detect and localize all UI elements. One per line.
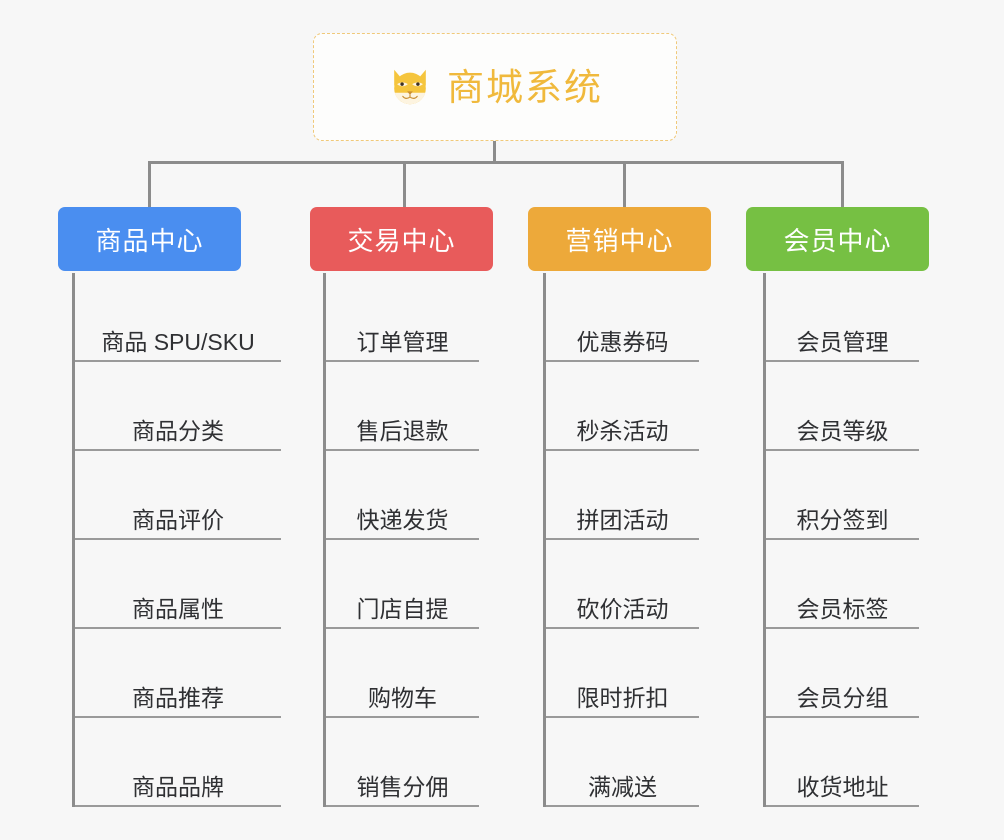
leaf-item[interactable]: 拼团活动 — [546, 451, 699, 540]
column-header-4[interactable]: 会员中心 — [746, 207, 929, 271]
leaf-item[interactable]: 收货地址 — [766, 718, 919, 807]
leaf-item[interactable]: 砍价活动 — [546, 540, 699, 629]
leaf-item[interactable]: 秒杀活动 — [546, 362, 699, 451]
leaf-label: 购物车 — [368, 684, 437, 711]
leaf-label: 门店自提 — [356, 595, 449, 622]
column-trunk-2 — [323, 273, 326, 807]
leaf-label: 商品品牌 — [132, 773, 224, 800]
leaf-label: 商品评价 — [132, 506, 224, 533]
leaf-label: 会员等级 — [796, 417, 889, 444]
column-header-label-3: 营销中心 — [565, 225, 674, 256]
root-stem-connector — [493, 141, 496, 163]
leaf-list-2: 订单管理 售后退款 快递发货 门店自提 购物车 销售分佣 — [326, 273, 479, 807]
leaf-list-3: 优惠券码 秒杀活动 拼团活动 砍价活动 限时折扣 满减送 — [546, 273, 699, 807]
column-header-3[interactable]: 营销中心 — [528, 207, 711, 271]
leaf-list-1: 商品 SPU/SKU 商品分类 商品评价 商品属性 商品推荐 商品品牌 — [75, 273, 281, 807]
leaf-item[interactable]: 积分签到 — [766, 451, 919, 540]
column-4: 会员中心 — [746, 207, 929, 271]
leaf-item[interactable]: 商品推荐 — [75, 629, 281, 718]
leaf-label: 秒杀活动 — [576, 417, 669, 444]
drop-connector-2 — [403, 161, 406, 209]
column-header-label-4: 会员中心 — [783, 225, 892, 256]
leaf-label: 订单管理 — [356, 328, 449, 355]
leaf-label: 满减送 — [588, 773, 657, 800]
column-2: 交易中心 — [310, 207, 493, 271]
leaf-item[interactable]: 满减送 — [546, 718, 699, 807]
leaf-label: 拼团活动 — [576, 506, 669, 533]
leaf-item[interactable]: 商品评价 — [75, 451, 281, 540]
leaf-label: 会员标签 — [796, 595, 889, 622]
leaf-item[interactable]: 会员管理 — [766, 273, 919, 362]
column-trunk-4 — [763, 273, 766, 807]
drop-connector-1 — [148, 161, 151, 209]
leaf-item[interactable]: 限时折扣 — [546, 629, 699, 718]
leaf-label: 售后退款 — [356, 417, 449, 444]
column-header-1[interactable]: 商品中心 — [58, 207, 241, 271]
leaf-label: 收货地址 — [796, 773, 889, 800]
leaf-item[interactable]: 会员分组 — [766, 629, 919, 718]
column-header-label-2: 交易中心 — [347, 225, 456, 256]
drop-connector-3 — [623, 161, 626, 209]
leaf-label: 砍价活动 — [576, 595, 669, 622]
leaf-label: 积分签到 — [796, 506, 889, 533]
leaf-item[interactable]: 会员标签 — [766, 540, 919, 629]
drop-connector-4 — [841, 161, 844, 209]
column-header-label-1: 商品中心 — [95, 225, 204, 256]
leaf-label: 会员管理 — [796, 328, 889, 355]
leaf-item[interactable]: 售后退款 — [326, 362, 479, 451]
column-header-2[interactable]: 交易中心 — [310, 207, 493, 271]
leaf-label: 商品 SPU/SKU — [101, 328, 255, 355]
leaf-label: 限时折扣 — [576, 684, 669, 711]
column-3: 营销中心 — [528, 207, 711, 271]
shiba-dog-icon — [394, 69, 426, 105]
leaf-label: 商品属性 — [132, 595, 224, 622]
column-trunk-3 — [543, 273, 546, 807]
leaf-label: 商品推荐 — [132, 684, 224, 711]
leaf-item[interactable]: 快递发货 — [326, 451, 479, 540]
root-title: 商城系统 — [447, 66, 603, 108]
root-node[interactable]: 商城系统 — [313, 33, 677, 141]
leaf-item[interactable]: 门店自提 — [326, 540, 479, 629]
leaf-list-4: 会员管理 会员等级 积分签到 会员标签 会员分组 收货地址 — [766, 273, 919, 807]
leaf-item[interactable]: 购物车 — [326, 629, 479, 718]
leaf-label: 商品分类 — [132, 417, 224, 444]
leaf-item[interactable]: 商品属性 — [75, 540, 281, 629]
leaf-item[interactable]: 销售分佣 — [326, 718, 479, 807]
leaf-item[interactable]: 商品品牌 — [75, 718, 281, 807]
leaf-item[interactable]: 商品 SPU/SKU — [75, 273, 281, 362]
leaf-label: 快递发货 — [356, 506, 449, 533]
leaf-item[interactable]: 订单管理 — [326, 273, 479, 362]
column-trunk-1 — [72, 273, 75, 807]
leaf-label: 会员分组 — [796, 684, 889, 711]
leaf-item[interactable]: 商品分类 — [75, 362, 281, 451]
leaf-label: 销售分佣 — [356, 773, 449, 800]
leaf-item[interactable]: 优惠券码 — [546, 273, 699, 362]
leaf-label: 优惠券码 — [576, 328, 669, 355]
leaf-item[interactable]: 会员等级 — [766, 362, 919, 451]
bus-connector — [148, 161, 844, 164]
column-1: 商品中心 — [58, 207, 241, 271]
